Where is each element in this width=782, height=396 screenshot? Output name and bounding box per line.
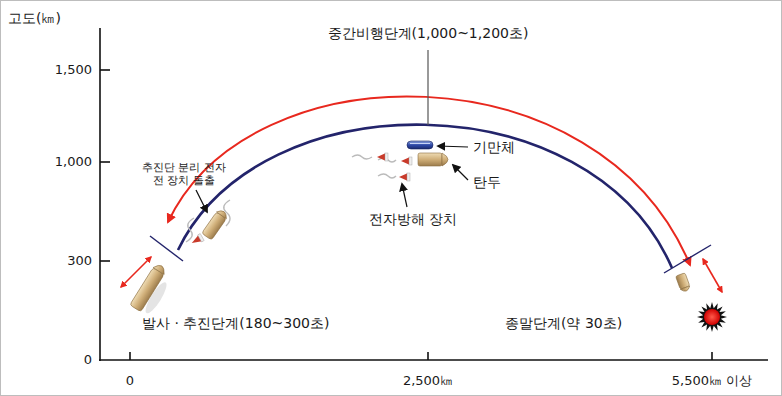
- separated-stage: [190, 234, 204, 247]
- peak-line: [427, 50, 428, 125]
- tick-label: 0: [126, 373, 134, 389]
- burst-core: [704, 309, 720, 325]
- tick-label: 2,500㎞: [403, 373, 453, 389]
- separated-stage: [190, 234, 204, 246]
- separated-stage: [217, 208, 229, 219]
- jammers: [399, 173, 408, 181]
- tick-label: 1,000: [55, 154, 92, 170]
- phase-divider: [150, 236, 183, 261]
- annotation: 추진단 분리 전자전 장치 돌출: [140, 161, 228, 187]
- axes: [99, 28, 768, 361]
- tick-label: 1,500: [55, 62, 92, 78]
- leader-arrows: [438, 146, 468, 147]
- phase-label: 종말단계(약 30초): [505, 315, 622, 332]
- phase-divider: [664, 245, 711, 273]
- phase-label: 중간비행단계(1,000~1,200초): [328, 25, 529, 42]
- axes: [129, 352, 131, 360]
- leader-arrows: [196, 190, 207, 212]
- leader-arrows: [196, 146, 468, 212]
- warhead: [418, 153, 448, 166]
- separated-stage: [198, 234, 205, 242]
- leader-arrows: [402, 184, 407, 207]
- jammers: [407, 173, 410, 181]
- terminal-warhead: [676, 273, 691, 293]
- jammers: [352, 155, 372, 159]
- axis-title: 고도(㎞): [8, 10, 61, 27]
- tick-label: 0: [84, 352, 92, 368]
- axes: [100, 69, 110, 71]
- warhead: [418, 153, 442, 166]
- jammers: [399, 173, 410, 181]
- leader-arrows: [453, 165, 468, 180]
- warhead: [442, 153, 448, 166]
- launch-missile: [130, 268, 164, 312]
- jammers: [377, 153, 388, 161]
- launch-missile: [130, 263, 176, 318]
- jammers: [401, 157, 412, 165]
- launch-missile: [153, 263, 167, 275]
- jammers: [378, 174, 396, 178]
- axes: [100, 260, 110, 262]
- decoy: [410, 143, 430, 144]
- phase-label: 발사 · 추진단계(180~300초): [142, 315, 329, 332]
- separated-stage: [202, 208, 229, 240]
- red-trajectory-arrow: [168, 96, 690, 265]
- axes: [427, 352, 429, 360]
- navy-trajectory: [178, 125, 672, 268]
- jammers: [352, 153, 412, 181]
- jammers: [409, 157, 412, 165]
- decoy: [407, 141, 433, 149]
- burst-star: [697, 302, 727, 332]
- decoy: [407, 141, 433, 149]
- part-label: 탄두: [473, 174, 501, 191]
- part-label: 전자방해 장치: [369, 211, 457, 228]
- axes: [99, 28, 101, 361]
- tick-label: 5,500㎞ 이상: [672, 373, 752, 389]
- tick-label: 300: [67, 253, 92, 269]
- axes: [100, 161, 110, 163]
- jammers: [385, 153, 388, 161]
- separated-stage: [186, 200, 230, 246]
- axes: [99, 359, 768, 361]
- part-label: 기만체: [473, 139, 515, 156]
- terminal-warhead: [680, 286, 691, 293]
- impact-explosion: [697, 302, 727, 332]
- axes: [711, 352, 713, 360]
- jammers: [401, 157, 410, 165]
- phase-arrow: [703, 259, 722, 292]
- separated-stage: [186, 218, 194, 242]
- jammers: [377, 153, 386, 161]
